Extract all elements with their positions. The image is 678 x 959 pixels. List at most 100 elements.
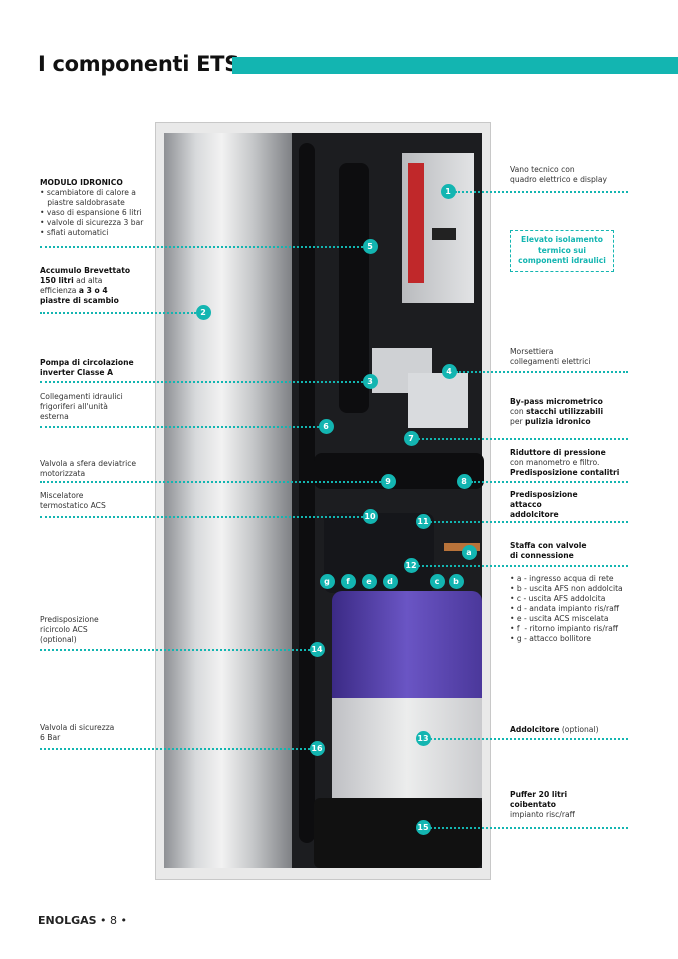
leader-line [40, 481, 381, 483]
label-line: • vaso di espansione 6 litri [40, 208, 143, 218]
label-text: inverter Classe A [40, 368, 114, 377]
callout-marker-2: 2 [195, 304, 211, 320]
label-text: Riduttore di pressione [510, 448, 606, 457]
label-text: Pompa di circolazione [40, 358, 134, 367]
label-line: ricircolo ACS [40, 625, 99, 635]
note-line: termico sui [538, 245, 586, 255]
label-text: Addolcitore [510, 725, 560, 734]
label-text: Predisposizione [40, 615, 99, 624]
pipe [299, 143, 315, 843]
label-text: Morsettiera [510, 347, 554, 356]
leader-line [40, 246, 363, 248]
callout-marker-7: 7 [403, 430, 419, 446]
label-line: 6 Bar [40, 733, 114, 743]
label-text: • g - attacco bollitore [510, 634, 591, 643]
label-line: • d - andata impianto ris/raff [510, 604, 623, 614]
leader-line [40, 516, 363, 518]
label-line: Addolcitore (optional) [510, 725, 599, 735]
label-text: Puffer 20 litri [510, 790, 568, 799]
label-line: Pompa di circolazione [40, 358, 134, 368]
leader-line [40, 312, 196, 314]
callout-marker-5: 5 [362, 238, 378, 254]
label-line: quadro elettrico e display [510, 175, 607, 185]
softener [332, 591, 482, 701]
label-line: Predisposizione [510, 490, 578, 500]
label-text: • f - ritorno impianto ris/raff [510, 624, 618, 633]
label-line: • b - uscita AFS non addolcita [510, 584, 623, 594]
label-line: By-pass micrometrico [510, 397, 603, 407]
label-line: (optional) [40, 635, 99, 645]
label-text: quadro elettrico e display [510, 175, 608, 184]
label-text: • vaso di espansione 6 litri [40, 208, 142, 217]
callout-marker-b: b [448, 573, 464, 589]
label-line: esterna [40, 412, 123, 422]
label-text: pulizia idronico [525, 417, 591, 426]
label-line: efficienza a 3 o 4 [40, 286, 130, 296]
callout-marker-14: 14 [309, 641, 325, 657]
title-accent-bar [232, 57, 678, 74]
leader-line [40, 649, 310, 651]
label-text: per [510, 417, 526, 426]
label-text: 6 Bar [40, 733, 61, 742]
label-text: • d - andata impianto ris/raff [510, 604, 619, 613]
label-text: coibentato [510, 800, 556, 809]
storage-tank [164, 133, 292, 868]
label-text: • c - uscita AFS addolcita [510, 594, 606, 603]
label-text: esterna [40, 412, 69, 421]
label-text: • a - ingresso acqua di rete [510, 574, 614, 583]
page-number: • 8 • [96, 914, 128, 927]
label-text: termostatico ACS [40, 501, 106, 510]
label-text: con manometro e filtro. [510, 458, 600, 467]
label-text: a 3 o 4 [78, 286, 108, 295]
label-line: attacco [510, 500, 578, 510]
label-line: Vano tecnico con [510, 165, 607, 175]
footer: ENOLGAS • 8 • [38, 914, 127, 927]
leader-line [471, 481, 628, 483]
footer-brand: ENOLGAS [38, 914, 97, 927]
callout-marker-12: 12 [403, 557, 419, 573]
label-text: By-pass micrometrico [510, 397, 603, 406]
insulation-note: Elevato isolamento termico sui component… [510, 230, 614, 272]
label-text: Staffa con valvole [510, 541, 587, 550]
label-text: Collegamenti idraulici [40, 392, 123, 401]
label-text: addolcitore [510, 510, 559, 519]
label-text: MODULO IDRONICO [40, 178, 123, 187]
leader-line [430, 827, 628, 829]
leader-line [40, 426, 319, 428]
label-line: • g - attacco bollitore [510, 634, 623, 644]
callout-marker-e: e [361, 573, 377, 589]
callout-marker-1: 1 [440, 183, 456, 199]
label-text: Predisposizione contalitri [510, 468, 620, 477]
label-line: Collegamenti idraulici [40, 392, 123, 402]
puffer-tank [314, 798, 482, 868]
leader-line [430, 738, 628, 740]
callout-marker-c: c [429, 573, 445, 589]
note-line: componenti idraulici [518, 256, 606, 265]
label-line: • sfiati automatici [40, 228, 143, 238]
label-text: di connessione [510, 551, 574, 560]
label-text: ricircolo ACS [40, 625, 88, 634]
label-line: con manometro e filtro. [510, 458, 619, 468]
callout-marker-g: g [319, 573, 335, 589]
leader-line [40, 748, 310, 750]
label-line: Valvola a sfera deviatrice [40, 459, 136, 469]
label-line: coibentato [510, 800, 575, 810]
label-line: Puffer 20 litri [510, 790, 575, 800]
label-text: • sfiati automatici [40, 228, 109, 237]
label-line: Valvola di sicurezza [40, 723, 114, 733]
pipe [339, 163, 369, 413]
display [432, 228, 456, 240]
label-line: Predisposizione contalitri [510, 468, 619, 478]
label-text: stacchi utilizzabili [526, 407, 604, 416]
right-label: • a - ingresso acqua di rete• b - uscita… [510, 574, 623, 644]
